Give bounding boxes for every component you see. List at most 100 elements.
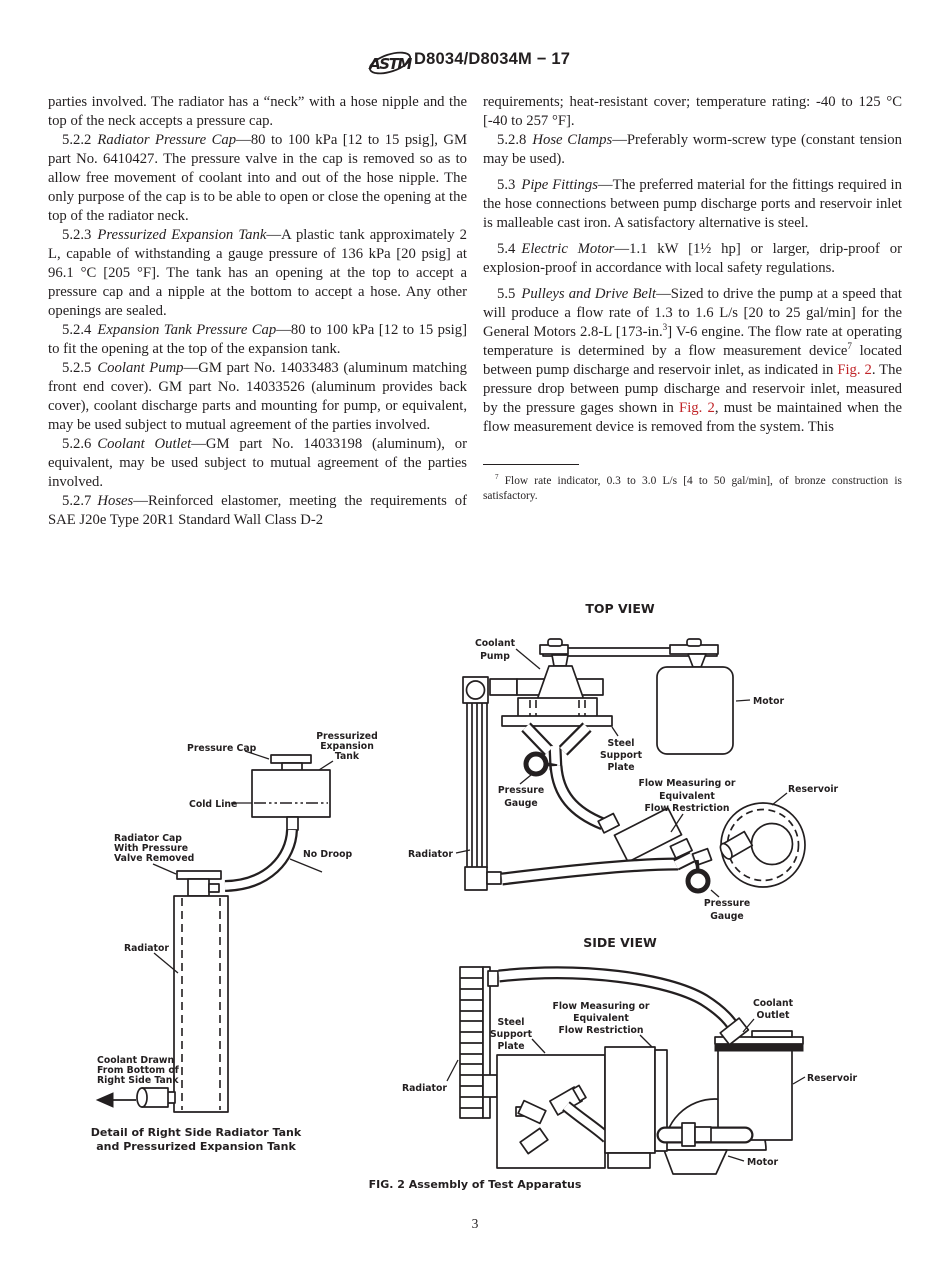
side-view-diagram: SIDE VIEW — [402, 935, 858, 1175]
svg-text:Radiator Cap: Radiator Cap — [114, 833, 182, 844]
pressure-cap-shape — [270, 754, 312, 764]
svg-text:Pressure: Pressure — [498, 785, 544, 796]
motor-top-view — [656, 666, 734, 755]
svg-text:Steel: Steel — [608, 738, 635, 749]
radiator-label-side: Radiator — [402, 1059, 459, 1094]
top-view-title: TOP VIEW — [585, 601, 655, 616]
left-column: parties involved. The radiator has a “ne… — [48, 93, 467, 530]
no-droop-label: No Droop — [289, 849, 352, 873]
svg-text:Valve Removed: Valve Removed — [114, 853, 194, 864]
reservoir-side-view — [714, 1030, 804, 1141]
flow-measuring-label-top: Flow Measuring or Equivalent Flow Restri… — [639, 778, 736, 833]
svg-text:Coolant: Coolant — [753, 998, 794, 1009]
svg-text:Cold Line: Cold Line — [189, 799, 237, 810]
radiator-side-view — [459, 966, 499, 1119]
coolant-pump-label: Coolant Pump — [475, 638, 541, 670]
right-column: requirements; heat-resistant cover; temp… — [483, 93, 902, 503]
reservoir-label-top: Reservoir — [771, 784, 839, 806]
detail-diagram: Pressure Cap Pressurized Expansion Tank … — [91, 731, 378, 1153]
svg-text:With Pressure: With Pressure — [114, 843, 188, 854]
paragraph-continuation: parties involved. The radiator has a “ne… — [48, 94, 467, 129]
svg-text:Plate: Plate — [497, 1041, 524, 1052]
top-view-diagram: TOP VIEW — [408, 601, 839, 922]
svg-text:Flow Restriction: Flow Restriction — [644, 803, 729, 814]
detail-caption: Detail of Right Side Radiator Tank and P… — [91, 1126, 302, 1153]
svg-text:Pressurized: Pressurized — [316, 731, 378, 742]
svg-text:Flow Measuring or: Flow Measuring or — [553, 1001, 650, 1012]
svg-text:Right Side Tank: Right Side Tank — [97, 1075, 179, 1086]
flow-measuring-device-top — [613, 807, 683, 863]
footnote-rule — [483, 464, 579, 465]
fig2-link[interactable]: Fig. 2 — [837, 362, 872, 378]
svg-text:Equivalent: Equivalent — [573, 1013, 629, 1024]
svg-text:Radiator: Radiator — [402, 1083, 447, 1094]
page-title: D8034/D8034M − 17 — [414, 50, 571, 68]
steel-support-plate-side — [496, 1054, 606, 1169]
pressure-gauge-1-label: Pressure Gauge — [498, 774, 544, 809]
svg-text:Flow Restriction: Flow Restriction — [558, 1025, 643, 1036]
radiator-detail-shape — [173, 895, 229, 1113]
svg-text:Plate: Plate — [607, 762, 634, 773]
svg-text:Reservoir: Reservoir — [788, 784, 839, 795]
coolant-outlet-label: Coolant Outlet — [742, 998, 794, 1033]
svg-text:Steel: Steel — [498, 1017, 525, 1028]
svg-text:From Bottom of: From Bottom of — [97, 1065, 180, 1076]
svg-text:Motor: Motor — [747, 1157, 778, 1168]
svg-text:Gauge: Gauge — [710, 911, 743, 922]
svg-text:Motor: Motor — [753, 696, 784, 707]
fig2-link[interactable]: Fig. 2 — [679, 400, 715, 416]
svg-text:Expansion: Expansion — [320, 741, 374, 752]
steel-support-plate-label: Steel Support Plate — [600, 726, 643, 773]
steel-support-plate-top — [501, 715, 613, 727]
svg-text:Equivalent: Equivalent — [659, 791, 715, 802]
coolant-outlet-fitting — [719, 1017, 750, 1046]
svg-text:Radiator: Radiator — [124, 943, 169, 954]
pressure-gauge-2 — [685, 868, 711, 894]
radiator-label-detail: Radiator — [124, 943, 179, 974]
svg-text:No Droop: No Droop — [303, 849, 352, 860]
radiator-cap-shape — [176, 870, 222, 880]
steel-support-plate-label-side: Steel Support Plate — [490, 1017, 546, 1054]
coolant-pump-shape — [536, 665, 585, 701]
svg-text:Detail of Right Side Radiator: Detail of Right Side Radiator Tank — [91, 1126, 302, 1139]
svg-text:Support: Support — [490, 1029, 533, 1040]
svg-text:Support: Support — [600, 750, 643, 761]
coolant-drawn-label: Coolant Drawn From Bottom of Right Side … — [97, 1055, 180, 1086]
svg-text:Pump: Pump — [480, 651, 510, 662]
svg-text:Coolant Drawn: Coolant Drawn — [97, 1055, 174, 1066]
svg-text:Pressure Cap: Pressure Cap — [187, 743, 257, 754]
astm-logo: ASTM — [368, 51, 414, 75]
motor-label: Motor — [735, 696, 784, 707]
svg-text:Tank: Tank — [335, 751, 360, 762]
paragraph-continuation: requirements; heat-resistant cover; temp… — [483, 94, 902, 129]
svg-text:Outlet: Outlet — [757, 1010, 790, 1021]
svg-text:Coolant: Coolant — [475, 638, 516, 649]
radiator-top-view — [466, 703, 488, 868]
side-view-title: SIDE VIEW — [583, 935, 657, 950]
expansion-tank-shape — [251, 769, 331, 818]
flow-measuring-label-side: Flow Measuring or Equivalent Flow Restri… — [553, 1001, 653, 1048]
flow-measuring-device-side — [604, 1046, 668, 1169]
pressurized-expansion-tank-label: Pressurized Expansion Tank — [316, 731, 378, 771]
svg-text:Gauge: Gauge — [504, 798, 537, 809]
svg-text:Reservoir: Reservoir — [807, 1073, 858, 1084]
footnote-7: 7 Flow rate indicator, 0.3 to 3.0 L/s [4… — [483, 473, 902, 502]
astm-logo-text: ASTM — [368, 55, 412, 73]
radiator-label-top: Radiator — [408, 849, 471, 860]
radiator-cap-label: Radiator Cap With Pressure Valve Removed — [114, 833, 194, 875]
svg-text:Radiator: Radiator — [408, 849, 453, 860]
pressure-gauge-1 — [523, 751, 549, 777]
pressure-cap-label: Pressure Cap — [187, 743, 270, 760]
cold-line-label: Cold Line — [189, 799, 237, 810]
